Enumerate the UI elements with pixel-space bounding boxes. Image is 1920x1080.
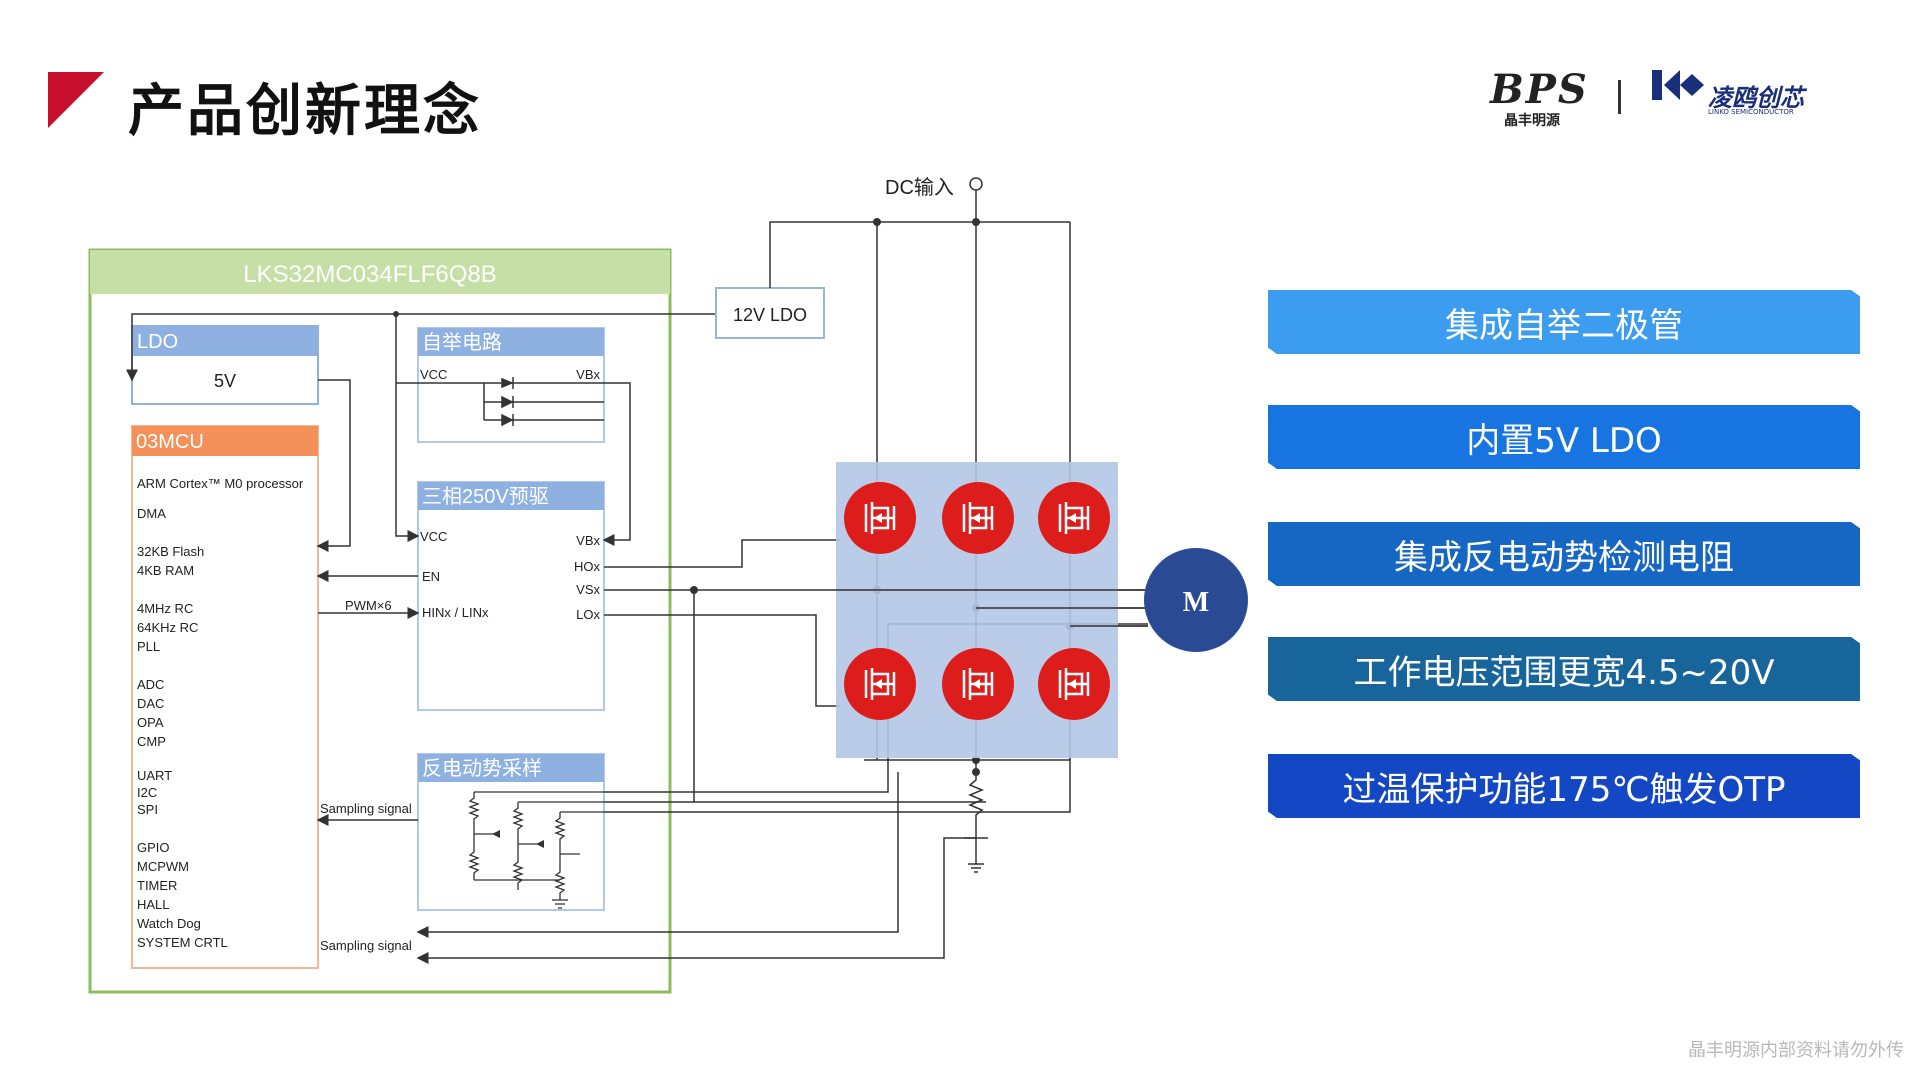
feature-banner-voltage-range: 工作电压范围更宽4.5~20V: [1268, 637, 1860, 701]
predriver-hox: HOx: [574, 559, 601, 574]
bemf-title: 反电动势采样: [422, 757, 542, 780]
bootstrap-vcc: VCC: [420, 367, 447, 382]
lk-logo-icon: [1652, 70, 1704, 100]
mosfet-high-u: [844, 482, 916, 554]
dc-input-terminal: [969, 177, 983, 191]
mcu-title: 03MCU: [136, 431, 204, 453]
ldo-title: LDO: [137, 331, 178, 353]
mcu-item: OPA: [137, 715, 164, 730]
mcu-items: ARM Cortex™ M0 processor DMA 32KB Flash …: [137, 476, 304, 950]
mcu-item: MCPWM: [137, 859, 189, 874]
logo-separator: [1618, 80, 1621, 114]
feature-banner-5v-ldo: 内置5V LDO: [1268, 405, 1860, 469]
mcu-item: DAC: [137, 696, 164, 711]
lk-logo-en: LINKO SEMICONDUCTOR: [1708, 108, 1794, 116]
predriver-vsx: VSx: [576, 582, 600, 597]
mcu-item: PLL: [137, 639, 160, 654]
confidential-note: 晶丰明源内部资料请勿外传: [1688, 1040, 1904, 1061]
dc-input-label: DC输入: [885, 176, 954, 199]
bridge-overlay-wires: [836, 589, 1148, 627]
feature-banner-bemf-resistor: 集成反电动势检测电阻: [1268, 522, 1860, 586]
internal-wires: [126, 313, 770, 826]
chip-header: [90, 250, 670, 294]
mosfet-low-w: [1038, 648, 1110, 720]
predriver-header: [418, 482, 604, 510]
bootstrap-diodes: [396, 377, 604, 427]
feature-banner-otp: 过温保护功能175℃触发OTP: [1268, 754, 1860, 818]
bps-logo: BPS: [1490, 66, 1589, 113]
mcu-item: 64KHz RC: [137, 620, 198, 635]
bemf-taps: [492, 830, 544, 848]
mcu-block: [131, 425, 319, 969]
logo-area: BPS 晶丰明源 凌鸥创芯 LINKO SEMICONDUCTOR: [1490, 66, 1820, 136]
mcu-item: UART: [137, 768, 172, 783]
mcu-item: SPI: [137, 802, 158, 817]
motor: [1144, 548, 1248, 652]
bps-logo-sub: 晶丰明源: [1504, 113, 1560, 129]
ldo-header: [132, 326, 318, 356]
predriver-block: [417, 481, 605, 711]
mcu-item: 4MHz RC: [137, 601, 193, 616]
mcu-item: 4KB RAM: [137, 563, 194, 578]
predriver-lox: LOx: [576, 607, 600, 622]
mcu-item: 32KB Flash: [137, 544, 204, 559]
predriver-vbx: VBx: [576, 533, 600, 548]
mosfet-low-u: [844, 648, 916, 720]
pwm-label: PWM×6: [345, 598, 392, 613]
ldo12-label: 12V LDO: [733, 305, 807, 325]
mcu-item: HALL: [137, 897, 170, 912]
sampling-signal-label-1: Sampling signal: [320, 801, 412, 816]
motor-label: M: [1183, 587, 1209, 618]
mosfet-high-w: [1038, 482, 1110, 554]
mcu-header: [132, 426, 318, 456]
mosfet-low-v: [942, 648, 1014, 720]
bootstrap-header: [418, 328, 604, 356]
mcu-item: TIMER: [137, 878, 177, 893]
page-title: 产品创新理念: [128, 79, 482, 144]
mosfet-bridge: [844, 482, 1110, 720]
mcu-item: DMA: [137, 506, 166, 521]
mcu-item: ADC: [137, 677, 164, 692]
predriver-en: EN: [422, 569, 440, 584]
bootstrap-vbx: VBx: [576, 367, 600, 382]
bootstrap-title: 自举电路: [422, 331, 502, 354]
mcu-item: GPIO: [137, 840, 170, 855]
ldo-value: 5V: [214, 371, 236, 391]
ldo12-block: [715, 287, 825, 339]
title-accent-triangle: [48, 72, 104, 128]
lk-logo-cn: 凌鸥创芯: [1708, 84, 1804, 112]
mcu-item: ARM Cortex™ M0 processor: [137, 476, 304, 491]
mcu-item: CMP: [137, 734, 166, 749]
chip-name: LKS32MC034FLF6Q8B: [243, 261, 496, 288]
predriver-hinx: HINx / LINx: [422, 605, 489, 620]
predriver-vcc: VCC: [420, 529, 447, 544]
mcu-item: SYSTEM CRTL: [137, 935, 228, 950]
bemf-header: [418, 754, 604, 782]
sampling-signal-label-2: Sampling signal: [320, 938, 412, 953]
mcu-item: Watch Dog: [137, 916, 201, 931]
predriver-title: 三相250V预驱: [422, 485, 549, 508]
bemf-resistors: [468, 791, 604, 909]
mcu-item: I2C: [137, 785, 157, 800]
feature-banner-bootstrap-diode: 集成自举二极管: [1268, 290, 1860, 354]
mosfet-high-v: [942, 482, 1014, 554]
